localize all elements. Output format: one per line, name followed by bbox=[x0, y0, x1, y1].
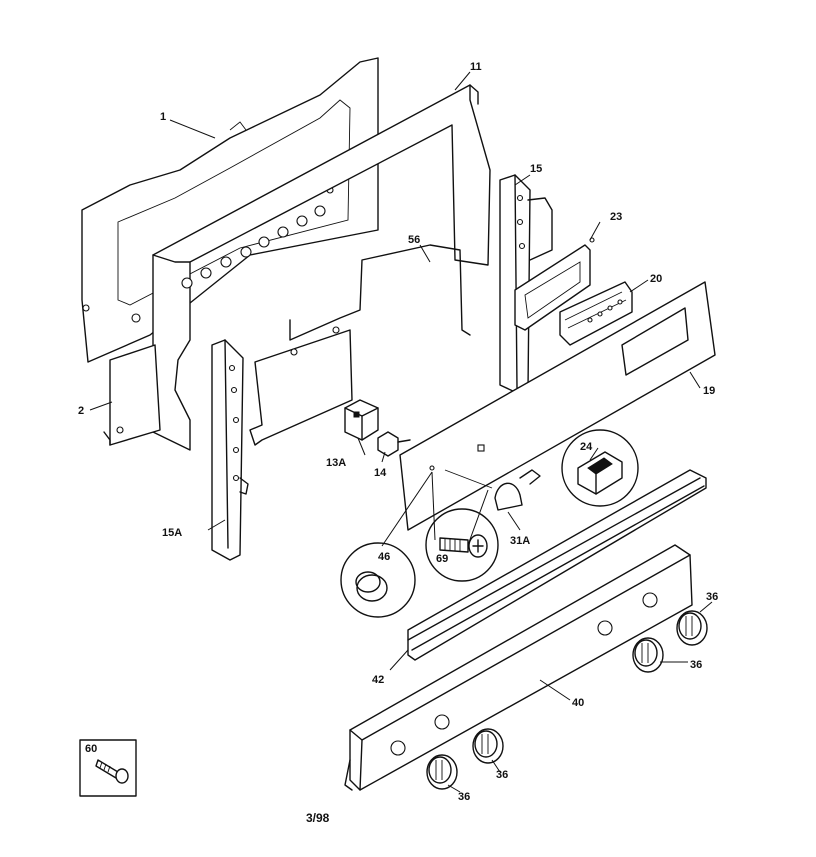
part-56-shield bbox=[249, 244, 471, 446]
part-31a-clip bbox=[444, 469, 541, 511]
callout-2: 2 bbox=[78, 405, 84, 417]
part-11-control-frame bbox=[152, 84, 491, 451]
callout-36-c: 36 bbox=[496, 769, 508, 781]
callout-15: 15 bbox=[530, 163, 542, 175]
callout-69: 69 bbox=[436, 553, 448, 565]
part-36-knob-2 bbox=[472, 728, 504, 764]
part-42-trim-rail bbox=[407, 469, 707, 661]
callout-14: 14 bbox=[374, 467, 387, 479]
callout-36-a: 36 bbox=[706, 591, 718, 603]
part-2-lower-panel bbox=[103, 344, 161, 446]
part-1-back-panel bbox=[81, 57, 379, 363]
part-14-switch bbox=[377, 431, 411, 457]
leader-lines bbox=[89, 71, 713, 793]
callout-23: 23 bbox=[610, 211, 622, 223]
part-20-clock-module bbox=[559, 281, 633, 346]
callout-56: 56 bbox=[408, 234, 420, 246]
date-code: 3/98 bbox=[306, 811, 330, 825]
part-13a-relay bbox=[344, 399, 379, 441]
callout-60: 60 bbox=[85, 743, 97, 755]
callout-36-d: 36 bbox=[458, 791, 470, 803]
part-60-screw-inset bbox=[79, 739, 137, 797]
part-46-button-detail bbox=[340, 542, 416, 618]
callout-31a: 31A bbox=[510, 535, 530, 547]
part-69-screw-detail bbox=[425, 508, 499, 582]
callout-11: 11 bbox=[470, 61, 482, 73]
callout-13a: 13A bbox=[326, 457, 346, 469]
part-36-knob-3 bbox=[632, 637, 664, 673]
part-36-knob-1 bbox=[426, 754, 458, 790]
callout-40: 40 bbox=[572, 697, 584, 709]
callout-1: 1 bbox=[160, 111, 166, 123]
callout-42: 42 bbox=[372, 674, 384, 686]
part-36-knob-4 bbox=[676, 610, 708, 646]
callout-36-b: 36 bbox=[690, 659, 702, 671]
callout-20: 20 bbox=[650, 273, 662, 285]
callout-15a: 15A bbox=[162, 527, 182, 539]
part-40-control-panel bbox=[344, 544, 693, 791]
part-24-rocker-switch-detail bbox=[561, 429, 639, 507]
callout-24: 24 bbox=[580, 441, 593, 453]
part-19-control-overlay bbox=[399, 281, 716, 531]
callout-labels: 1 2 11 56 15 23 20 19 13A 14 15A 24 31A … bbox=[78, 61, 718, 825]
part-15a-left-bracket bbox=[211, 339, 249, 561]
callout-19: 19 bbox=[703, 385, 715, 397]
callout-46: 46 bbox=[378, 551, 390, 563]
